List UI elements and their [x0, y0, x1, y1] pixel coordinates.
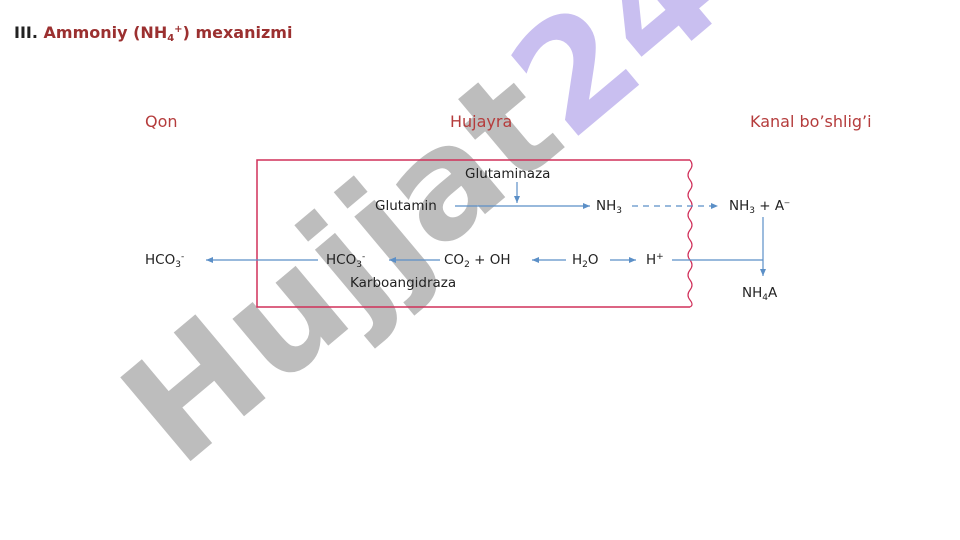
column-heading-lumen: Kanal bo’shlig’i [750, 112, 872, 131]
label-nh3-plus-anion: NH3 + A‒ [729, 198, 790, 216]
title-text-a: Ammoniy (NH [43, 23, 168, 42]
slide-title: III. Ammoniy (NH4+) mexanizmi [14, 23, 293, 44]
label-glutamin: Glutamin [375, 198, 437, 214]
column-heading-blood: Qon [145, 112, 178, 131]
label-karboangidraza: Karboangidraza [350, 275, 457, 291]
label-nh4a: NH4A [742, 285, 778, 303]
title-sub: 4 [167, 33, 175, 44]
title-sup: + [174, 24, 183, 35]
title-text-b: ) mexanizmi [182, 23, 293, 42]
label-hco3-blood: HCO3- [145, 252, 185, 270]
label-glutaminaza: Glutaminaza [465, 166, 551, 182]
cell-boundary [256, 159, 690, 308]
title-numeral: III. [14, 23, 38, 42]
label-co2-oh: CO2 + OH [444, 252, 511, 270]
label-h-plus: H+ [646, 252, 664, 268]
label-h2o: H2O [572, 252, 599, 270]
cell-apical-membrane [687, 159, 693, 308]
label-nh3-cell: NH3 [596, 198, 622, 216]
label-hco3-cell: HCO3- [326, 252, 366, 270]
column-heading-cell: Hujayra [450, 112, 513, 131]
